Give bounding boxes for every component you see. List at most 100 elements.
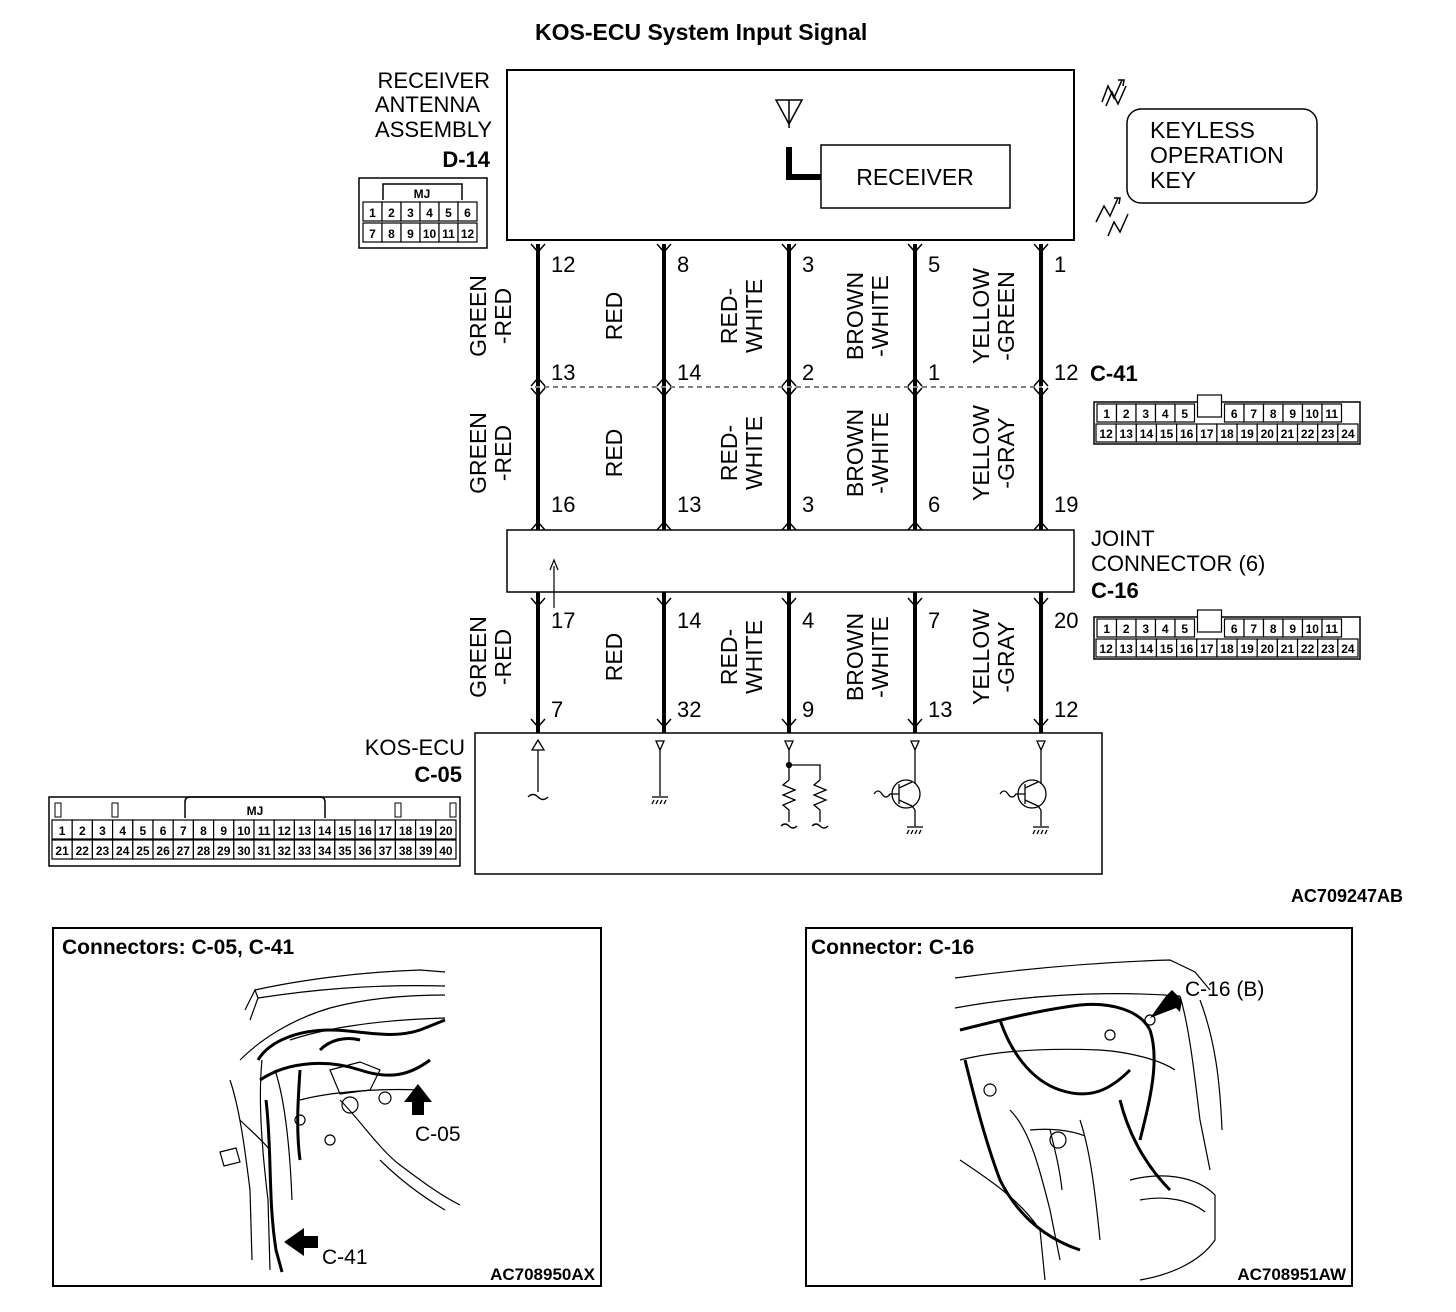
wire-color-middle-5-line-1: YELLOW — [968, 405, 994, 501]
wire-harness: GREEN-REDGREEN-REDGREEN-RED121316177REDR… — [465, 243, 1078, 733]
d14-pin-3: 3 — [407, 206, 414, 220]
c41-pin-21: 21 — [1281, 427, 1295, 441]
d14-pin-number-1: 12 — [551, 252, 575, 277]
c05-pin-7: 7 — [180, 824, 187, 838]
wire-color-middle-5: YELLOW-GRAY — [968, 405, 1019, 501]
c41-pin-8: 8 — [1270, 407, 1277, 421]
callout-c05: C-05 — [415, 1123, 461, 1146]
ecu-transistor-circuit-2 — [999, 740, 1049, 835]
panel-left-title: Connectors: C-05, C-41 — [62, 936, 295, 959]
d14-pin-6: 6 — [464, 206, 471, 220]
c05-tag: MJ — [247, 804, 264, 818]
c41-pin-23: 23 — [1321, 427, 1335, 441]
c16-out-pin-number-3: 4 — [802, 608, 814, 633]
c16-pin-24: 24 — [1341, 642, 1355, 656]
c16-pin-14: 14 — [1140, 642, 1154, 656]
c41-pin-9: 9 — [1289, 407, 1296, 421]
c16-pin-6: 6 — [1231, 622, 1238, 636]
c05-pin-4: 4 — [119, 824, 126, 838]
wire-color-lower-5: YELLOW-GRAY — [968, 609, 1019, 705]
panel-left-frame — [52, 927, 602, 1287]
panel-right-title: Connector: C-16 — [811, 936, 974, 959]
c05-pin-38: 38 — [399, 844, 413, 858]
c41-pin-19: 19 — [1240, 427, 1254, 441]
wire-color-lower-1-line-2: -RED — [490, 629, 516, 685]
wire-color-middle-5-line-2: -GRAY — [993, 417, 1019, 488]
c41-label: C-41 — [1090, 361, 1138, 386]
c16-pin-13: 13 — [1120, 642, 1134, 656]
ecu-pin-number-3: 9 — [802, 697, 814, 722]
c41-pin-3: 3 — [1142, 407, 1149, 421]
c41-pin-6: 6 — [1231, 407, 1238, 421]
c41-pin-20: 20 — [1261, 427, 1275, 441]
c16-pin-8: 8 — [1270, 622, 1277, 636]
wire-color-upper-5-line-1: YELLOW — [968, 268, 994, 364]
kos-ecu-connector-id: C-05 — [414, 762, 462, 787]
c41-pin-12: 12 — [1099, 427, 1113, 441]
c41-pin-4: 4 — [1162, 407, 1169, 421]
c16-pin-16: 16 — [1180, 642, 1194, 656]
c41-pin-11: 11 — [1325, 407, 1338, 421]
receiver-box — [820, 144, 1011, 209]
harness-wires-left — [256, 1018, 446, 1273]
wire-color-upper-3: RED-WHITE — [716, 279, 767, 353]
c16-pin-10: 10 — [1306, 622, 1320, 636]
wire-color-upper-5-line-2: -GREEN — [993, 271, 1019, 360]
c05-pin-18: 18 — [399, 824, 413, 838]
c05-pin-1: 1 — [59, 824, 66, 838]
c16-out-pin-number-4: 7 — [928, 608, 940, 633]
wire-color-middle-2: RED — [601, 429, 627, 478]
c41-pin-14: 14 — [1140, 427, 1154, 441]
receiver-label: RECEIVER — [856, 164, 974, 190]
c05-pin-5: 5 — [140, 824, 147, 838]
wire-color-lower-5-line-1: YELLOW — [968, 609, 994, 705]
d14-pin-10: 10 — [423, 227, 437, 241]
receiver-assembly-label: RECEIVER ANTENNA ASSEMBLY D-14 — [375, 68, 492, 172]
c05-arrow-icon — [404, 1084, 432, 1115]
c16-label: C-16 — [1091, 578, 1139, 603]
wire-color-middle-3: RED-WHITE — [716, 416, 767, 490]
c05-pin-32: 32 — [278, 844, 292, 858]
c16-pin-15: 15 — [1160, 642, 1174, 656]
wire-color-lower-4-line-2: -WHITE — [867, 616, 893, 698]
c05-pin-8: 8 — [200, 824, 207, 838]
wire-color-upper-3-line-1: RED- — [716, 288, 742, 344]
keyless-key-box — [1126, 108, 1318, 204]
c41-bottom-pin-number-1: 16 — [551, 492, 575, 517]
c16-pin-9: 9 — [1289, 622, 1296, 636]
wire-color-lower-3-line-1: RED- — [716, 629, 742, 685]
c16-pin-21: 21 — [1281, 642, 1295, 656]
wire-color-upper-3-line-2: WHITE — [741, 279, 767, 353]
c05-pin-28: 28 — [197, 844, 211, 858]
c41-top-pin-number-3: 2 — [802, 360, 814, 385]
c41-pin-15: 15 — [1160, 427, 1174, 441]
wire-color-middle-4: BROWN-WHITE — [842, 409, 893, 497]
joint-line-2: CONNECTOR (6) — [1091, 551, 1265, 576]
d14-pin-9: 9 — [407, 227, 414, 241]
d14-pin-8: 8 — [388, 227, 395, 241]
wire-color-middle-1: GREEN-RED — [465, 412, 516, 494]
wire-color-upper-1-line-1: GREEN — [465, 275, 491, 357]
c05-pin-26: 26 — [156, 844, 170, 858]
c41-pin-1: 1 — [1103, 407, 1110, 421]
c05-pin-14: 14 — [318, 824, 332, 838]
ecu-pin-number-4: 13 — [928, 697, 952, 722]
c41-pin-7: 7 — [1250, 407, 1257, 421]
c41-pin-10: 10 — [1306, 407, 1320, 421]
c16-pin-5: 5 — [1181, 622, 1188, 636]
wire-color-upper-4-line-2: -WHITE — [867, 275, 893, 357]
c41-pin-22: 22 — [1301, 427, 1315, 441]
c16-out-pin-number-5: 20 — [1054, 608, 1078, 633]
wire-color-lower-5-line-2: -GRAY — [993, 621, 1019, 692]
c41-pin-24: 24 — [1341, 427, 1355, 441]
ecu-pin-number-5: 12 — [1054, 697, 1078, 722]
d14-pin-11: 11 — [442, 227, 455, 241]
c41-top-pin-number-2: 14 — [677, 360, 701, 385]
wire-color-lower-3: RED-WHITE — [716, 620, 767, 694]
c41-pin-16: 16 — [1180, 427, 1194, 441]
c16-pin-22: 22 — [1301, 642, 1315, 656]
d14-pin-number-2: 8 — [677, 252, 689, 277]
wire-color-upper-5: YELLOW-GREEN — [968, 268, 1019, 364]
